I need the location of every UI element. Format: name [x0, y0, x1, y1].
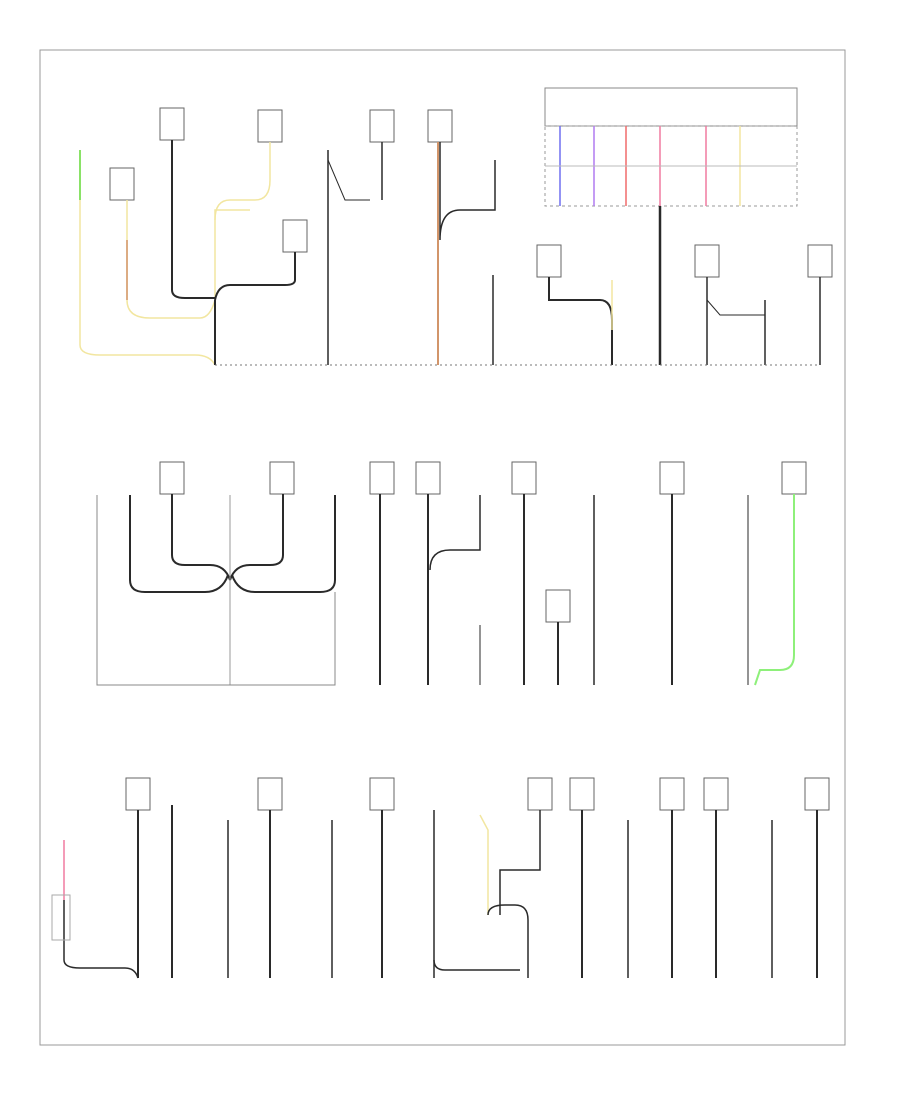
wire-black-m3	[229, 494, 284, 581]
wire-gray-loop	[96, 495, 336, 686]
component-box	[257, 109, 283, 143]
component-box	[807, 244, 833, 278]
switch-symbol	[51, 894, 71, 941]
component-box	[659, 777, 685, 811]
wire-black-m1	[129, 495, 229, 593]
wire-black-b9	[487, 904, 529, 978]
component-box	[415, 461, 441, 495]
wire-black-9	[706, 299, 765, 316]
component-box	[159, 107, 185, 141]
component-box	[511, 461, 537, 495]
component-box	[659, 461, 685, 495]
component-box	[694, 244, 720, 278]
component-box	[109, 167, 135, 201]
wire-black-b11	[433, 959, 520, 971]
component-box	[125, 777, 151, 811]
component-box	[427, 109, 453, 143]
wire-black-m4	[231, 495, 336, 593]
wire-black-m2	[171, 494, 231, 581]
component-box	[369, 461, 395, 495]
junction-block-header	[544, 87, 798, 127]
component-box	[804, 777, 830, 811]
switch-link	[327, 159, 370, 201]
component-box	[257, 777, 283, 811]
wire-green-long	[754, 494, 795, 686]
wire-yellow-b	[479, 814, 489, 915]
wire-black-5	[439, 142, 496, 241]
component-box	[569, 777, 595, 811]
component-box	[282, 219, 308, 253]
component-box	[781, 461, 807, 495]
component-box	[269, 461, 295, 495]
wire-yellow-mid	[126, 200, 250, 319]
wire-black-b10	[499, 810, 541, 915]
diagram-border	[39, 49, 846, 1046]
component-box	[536, 244, 562, 278]
section-top	[79, 87, 833, 366]
wire-black-b1	[63, 900, 139, 979]
wire-yellow-long	[79, 150, 216, 366]
component-box	[545, 589, 571, 623]
section-bottom	[51, 777, 830, 979]
wire-black	[171, 140, 215, 299]
wire-black-7	[548, 277, 613, 365]
wire-yellow-2	[214, 142, 271, 221]
component-box	[527, 777, 553, 811]
component-box	[159, 461, 185, 495]
component-box	[369, 777, 395, 811]
component-box	[703, 777, 729, 811]
wire-black-2	[214, 252, 296, 301]
wire-black-m7	[429, 495, 481, 571]
component-box	[369, 109, 395, 143]
section-middle	[96, 461, 807, 686]
